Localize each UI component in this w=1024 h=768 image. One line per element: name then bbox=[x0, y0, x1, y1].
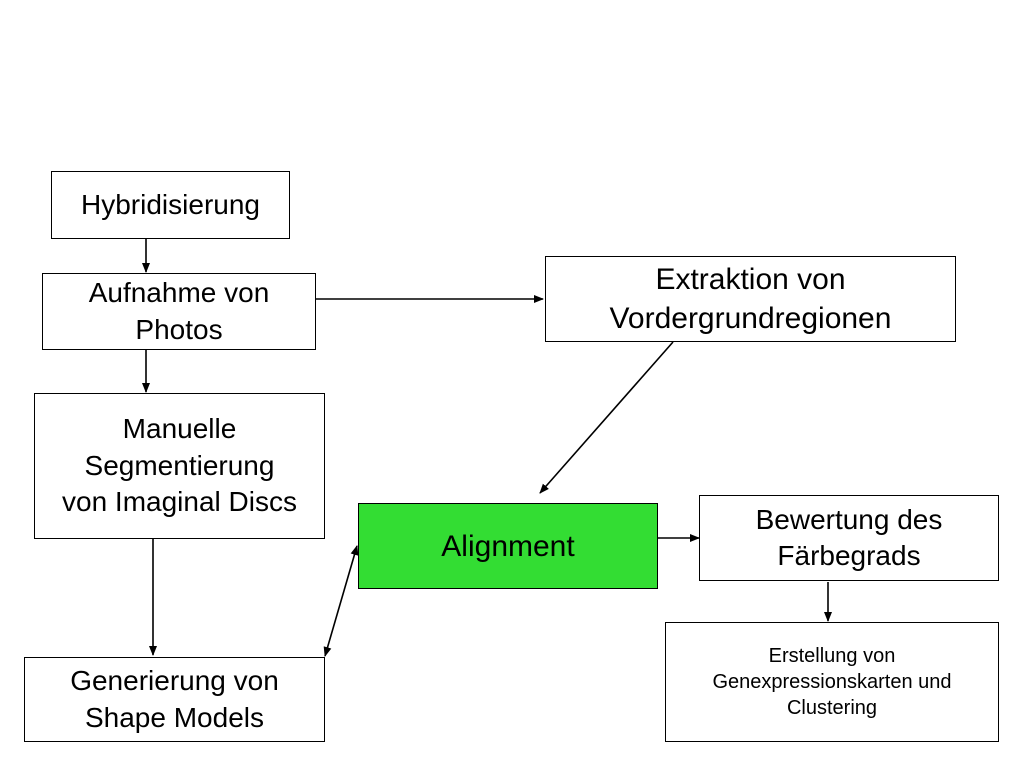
node-extraktion-label: Extraktion von Vordergrundregionen bbox=[609, 263, 892, 335]
node-erstellung-label: Erstellung von Genexpressionskarten und … bbox=[712, 645, 952, 719]
node-aufnahme-label: Aufnahme von Photos bbox=[88, 277, 270, 345]
node-bewertung-label: Bewertung des Färbegrads bbox=[755, 503, 943, 571]
node-hybridisierung-label: Hybridisierung bbox=[81, 188, 260, 220]
node-generierung-label: Generierung von Shape Models bbox=[70, 665, 279, 733]
node-generierung: Generierung von Shape Models bbox=[24, 657, 325, 742]
node-alignment-label: Alignment bbox=[441, 529, 575, 563]
node-aufnahme-von-photos: Aufnahme von Photos bbox=[42, 273, 316, 350]
node-erstellung: Erstellung von Genexpressionskarten und … bbox=[665, 622, 999, 742]
node-bewertung: Bewertung des Färbegrads bbox=[699, 495, 999, 581]
arrow-generierung-alignment-bidirectional bbox=[323, 545, 359, 657]
node-manuelle-segmentierung: Manuelle Segmentierung von Imaginal Disc… bbox=[34, 393, 325, 539]
node-hybridisierung: Hybridisierung bbox=[51, 171, 290, 239]
node-extraktion: Extraktion von Vordergrundregionen bbox=[545, 256, 956, 342]
node-segmentierung-label: Manuelle Segmentierung von Imaginal Disc… bbox=[62, 413, 297, 518]
arrow-extraktion-to-alignment bbox=[539, 341, 674, 494]
node-alignment: Alignment bbox=[358, 503, 658, 589]
